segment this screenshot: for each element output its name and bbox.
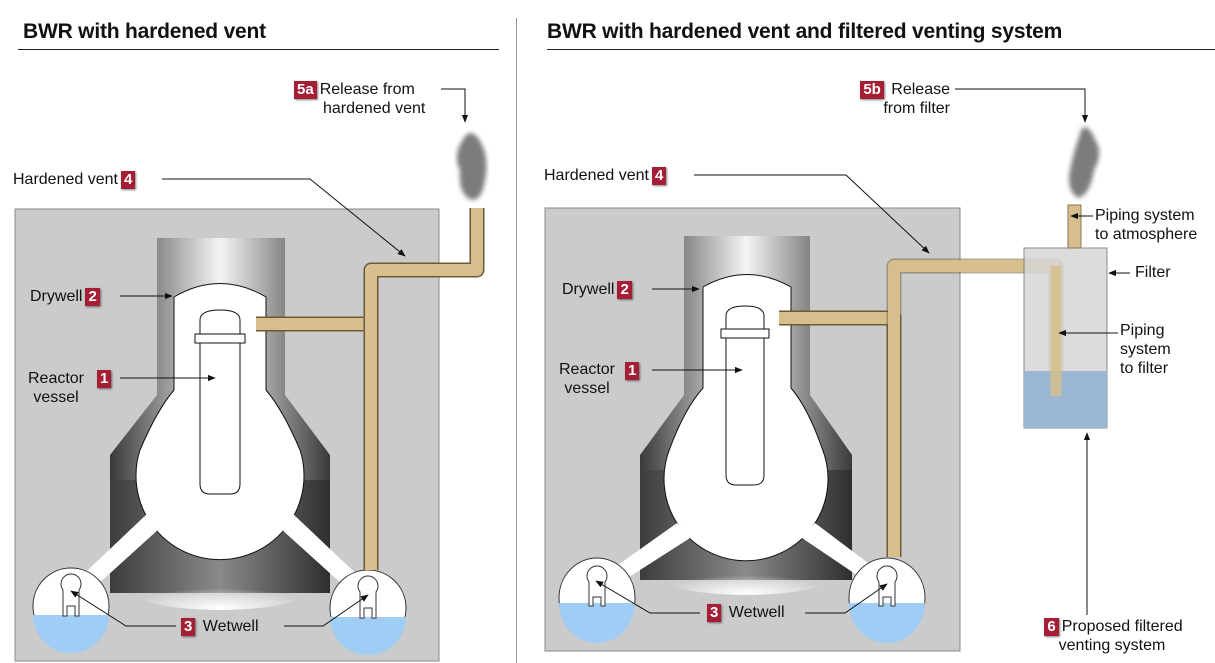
left-downcomer-right	[280, 513, 368, 595]
filter-label: Filter	[1135, 263, 1171, 282]
left-downcomer-left	[72, 513, 160, 595]
piping-filter-line3: to filter	[1120, 360, 1169, 377]
panel-divider	[516, 18, 517, 663]
release-line1: Release	[891, 81, 950, 98]
proposed-line2: venting system	[1058, 637, 1166, 654]
left-hardened-vent-pipe	[256, 208, 485, 570]
right-wetwell-left	[558, 557, 636, 643]
piping-filter-line1: Piping	[1120, 322, 1165, 339]
reactor-line1: Reactor	[27, 370, 85, 387]
piping-atm-line2: to atmosphere	[1095, 226, 1198, 243]
left-reactor-badge: 1	[94, 369, 114, 388]
right-reactor-building	[544, 127, 1108, 652]
badge-4: 4	[120, 171, 136, 189]
left-leader-lines	[70, 88, 469, 627]
right-panel-title: BWR with hardened vent and filtered vent…	[547, 20, 1063, 43]
wetwell-text: Wetwell	[202, 618, 259, 635]
right-reactor-badge: 1	[622, 361, 642, 380]
release-line1: Release from	[319, 81, 415, 98]
badge-4: 4	[651, 167, 667, 185]
badge-3: 3	[181, 618, 196, 636]
left-wetwell-right	[329, 569, 407, 655]
atmosphere-pipe	[1067, 204, 1082, 249]
right-vessel-flange	[720, 328, 770, 339]
piping-filter-label: Piping system to filter	[1120, 321, 1171, 378]
left-title-rule	[18, 49, 499, 50]
right-wetwell-label: 3 Wetwell	[704, 603, 785, 622]
badge-5a: 5a	[294, 81, 317, 99]
reactor-line2: vessel	[564, 380, 610, 397]
piping-filter-line2: system	[1120, 341, 1171, 358]
left-reactor-vessel	[199, 340, 241, 495]
vent-text: Hardened vent	[13, 171, 118, 188]
left-release-plume	[456, 133, 487, 200]
left-wetwell-label: 3 Wetwell	[178, 617, 259, 636]
badge-3: 3	[707, 604, 722, 622]
piping-atm-line1: Piping system	[1095, 207, 1195, 224]
left-wetwell-left	[32, 567, 110, 653]
badge-6: 6	[1044, 618, 1059, 636]
reactor-line2: vessel	[33, 389, 79, 406]
right-release-label: 5b Release from filter	[845, 80, 950, 118]
right-title-rule	[547, 49, 1215, 50]
badge-5b: 5b	[860, 81, 884, 99]
wetwell-text: Wetwell	[728, 604, 785, 621]
vent-text: Hardened vent	[544, 167, 649, 184]
badge-1: 1	[97, 370, 112, 388]
release-line2: from filter	[883, 100, 950, 117]
left-reactor-building	[14, 133, 487, 662]
right-reactor-label: Reactor vessel	[548, 360, 626, 398]
badge-2: 2	[617, 281, 632, 299]
left-panel-title: BWR with hardened vent	[23, 20, 266, 43]
reactor-line1: Reactor	[558, 361, 616, 378]
right-release-plume	[1069, 127, 1100, 198]
badge-2: 2	[85, 288, 100, 306]
left-reactor-label: Reactor vessel	[16, 369, 96, 407]
right-wetwell-right	[848, 557, 926, 643]
drywell-text: Drywell	[562, 281, 615, 298]
right-reactor-vessel	[725, 335, 765, 486]
piping-atmosphere-label: Piping system to atmosphere	[1095, 206, 1197, 244]
filter-text: Filter	[1135, 264, 1171, 281]
drywell-text: Drywell	[30, 288, 83, 305]
filter-vessel	[1023, 247, 1108, 429]
left-vessel-flange	[194, 333, 246, 344]
proposed-line1: Proposed filtered	[1061, 618, 1183, 635]
right-leader-lines	[595, 88, 1130, 615]
badge-1: 1	[625, 362, 640, 380]
release-line2: hardened vent	[323, 100, 426, 117]
